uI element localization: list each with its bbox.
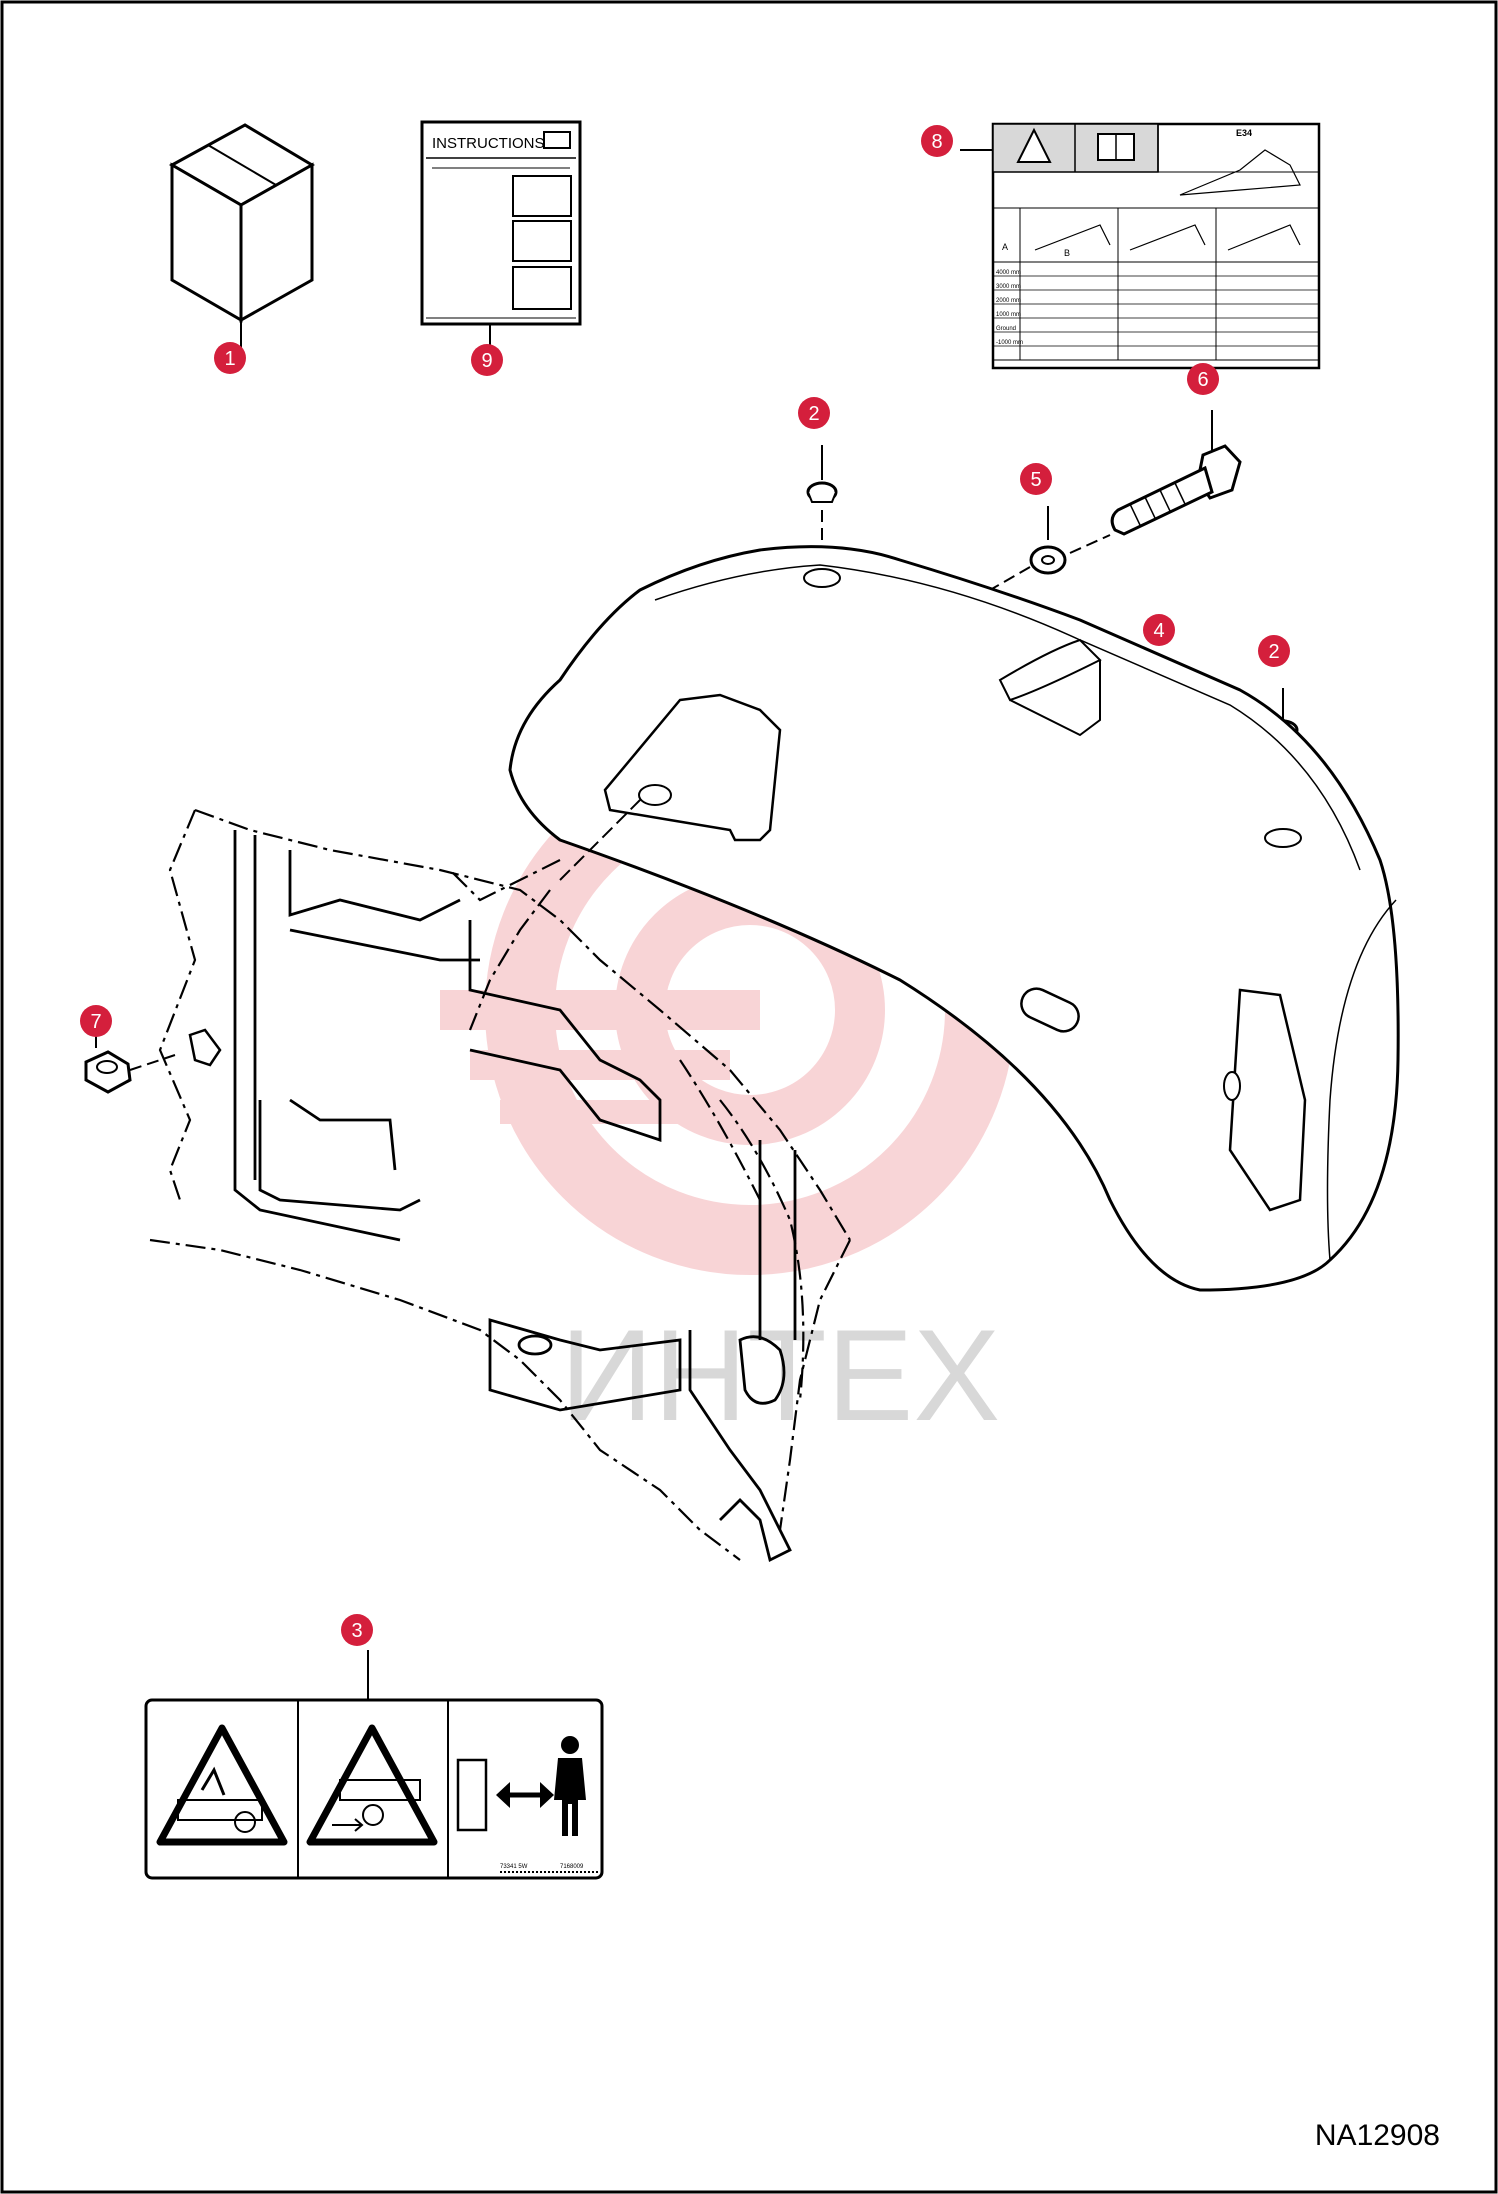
counterweight [508,545,1400,1292]
watermark-text: ИНТЕХ [560,1302,1000,1448]
callout-4: 4 [1143,614,1175,646]
svg-text:2: 2 [808,403,819,425]
decal-row-2: 3000 mm [996,284,1021,290]
svg-text:2: 2 [1268,641,1279,663]
warning-decal [144,1698,604,1880]
lifting-capacity-decal [991,122,1321,370]
drawing-number: NA12908 [1315,2119,1440,2152]
svg-text:3: 3 [351,1620,362,1642]
callout-9: 9 [471,344,503,376]
instructions-manual-icon [420,120,582,326]
callout-2-top: 2 [798,397,830,429]
svg-text:8: 8 [931,131,942,153]
callout-8: 8 [921,125,953,157]
decal-row-4: 1000 mm [996,312,1021,318]
decal-row-label-a: A [1002,242,1008,252]
instructions-title: INSTRUCTIONS [432,135,545,152]
nut-icon [84,1050,132,1094]
decal-row-6: -1000 mm [996,340,1023,346]
callout-2-right: 2 [1258,635,1290,667]
decal-row-1: 4000 mm [996,270,1021,276]
callout-1: 1 [214,342,246,374]
svg-text:4: 4 [1153,620,1164,642]
svg-text:9: 9 [481,350,492,372]
svg-text:7: 7 [90,1011,101,1033]
decal-row-5: Ground [996,326,1016,332]
callout-6: 6 [1187,363,1219,395]
bolt-icon [1110,444,1242,536]
plug-icon-top [806,481,838,503]
machine-frame-solid [233,830,797,1563]
svg-text:6: 6 [1197,369,1208,391]
decal-col-label-b: B [1064,248,1070,258]
svg-text:1: 1 [224,348,235,370]
callout-5: 5 [1020,463,1052,495]
box-icon [168,123,315,323]
warning-decal-code-left: 73341 5W [500,1864,528,1870]
decal-row-3: 2000 mm [996,298,1021,304]
svg-text:5: 5 [1030,469,1041,491]
decal-model: E34 [1236,128,1252,138]
callout-7: 7 [80,1005,112,1037]
warning-decal-code-right: 7168009 [560,1864,584,1870]
machine-frame-phantom [149,808,851,1561]
washer-icon [1029,545,1067,575]
callout-3: 3 [341,1614,373,1646]
